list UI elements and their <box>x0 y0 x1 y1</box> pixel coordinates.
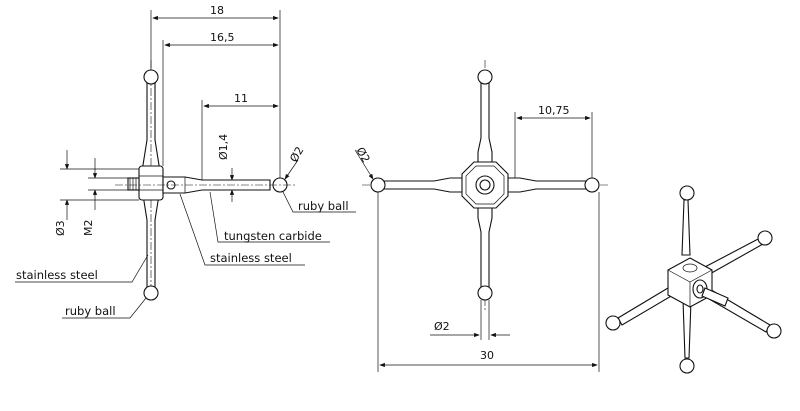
arm-top <box>477 82 493 167</box>
arm-right <box>503 177 587 193</box>
ruby-ball-right-top <box>584 177 600 193</box>
label-ruby-ball-bottom: ruby ball <box>65 304 116 318</box>
dim-m2: M2 <box>82 220 95 237</box>
dim-dia-2-top: Ø2 <box>353 145 372 165</box>
dim-dia-1-4: Ø1,4 <box>217 134 230 160</box>
ruby-ball-top-view-bottom <box>477 285 493 301</box>
label-stainless-steel-center: stainless steel <box>210 251 292 265</box>
side-view: 18 16,5 11 Ø1,4 Ø2 Ø3 M2 ruby ball tungs <box>15 4 356 319</box>
dim-18: 18 <box>210 4 224 17</box>
label-stainless-steel-left: stainless steel <box>16 268 98 282</box>
dim-16-5: 16,5 <box>210 31 235 44</box>
dim-dia-2-side: Ø2 <box>287 144 306 164</box>
dim-dia-3: Ø3 <box>54 220 67 236</box>
ruby-ball-top <box>143 69 159 85</box>
top-view: 10,75 Ø2 Ø2 30 <box>353 60 610 372</box>
dim-30: 30 <box>480 349 494 362</box>
ruby-ball-bottom <box>143 285 159 301</box>
arm-bottom <box>477 203 493 288</box>
dim-dia-2-bottom: Ø2 <box>434 320 450 333</box>
label-ruby-ball-right: ruby ball <box>298 199 349 213</box>
label-tungsten-carbide: tungsten carbide <box>224 229 322 243</box>
ruby-ball-top-view-top <box>477 69 493 85</box>
m2-thread-stub <box>127 177 140 191</box>
arm-left <box>383 177 467 193</box>
isometric-view <box>605 185 782 374</box>
dim-10-75: 10,75 <box>538 104 570 117</box>
ruby-ball-left <box>370 177 386 193</box>
dim-11: 11 <box>234 92 248 105</box>
center-body <box>138 165 164 201</box>
